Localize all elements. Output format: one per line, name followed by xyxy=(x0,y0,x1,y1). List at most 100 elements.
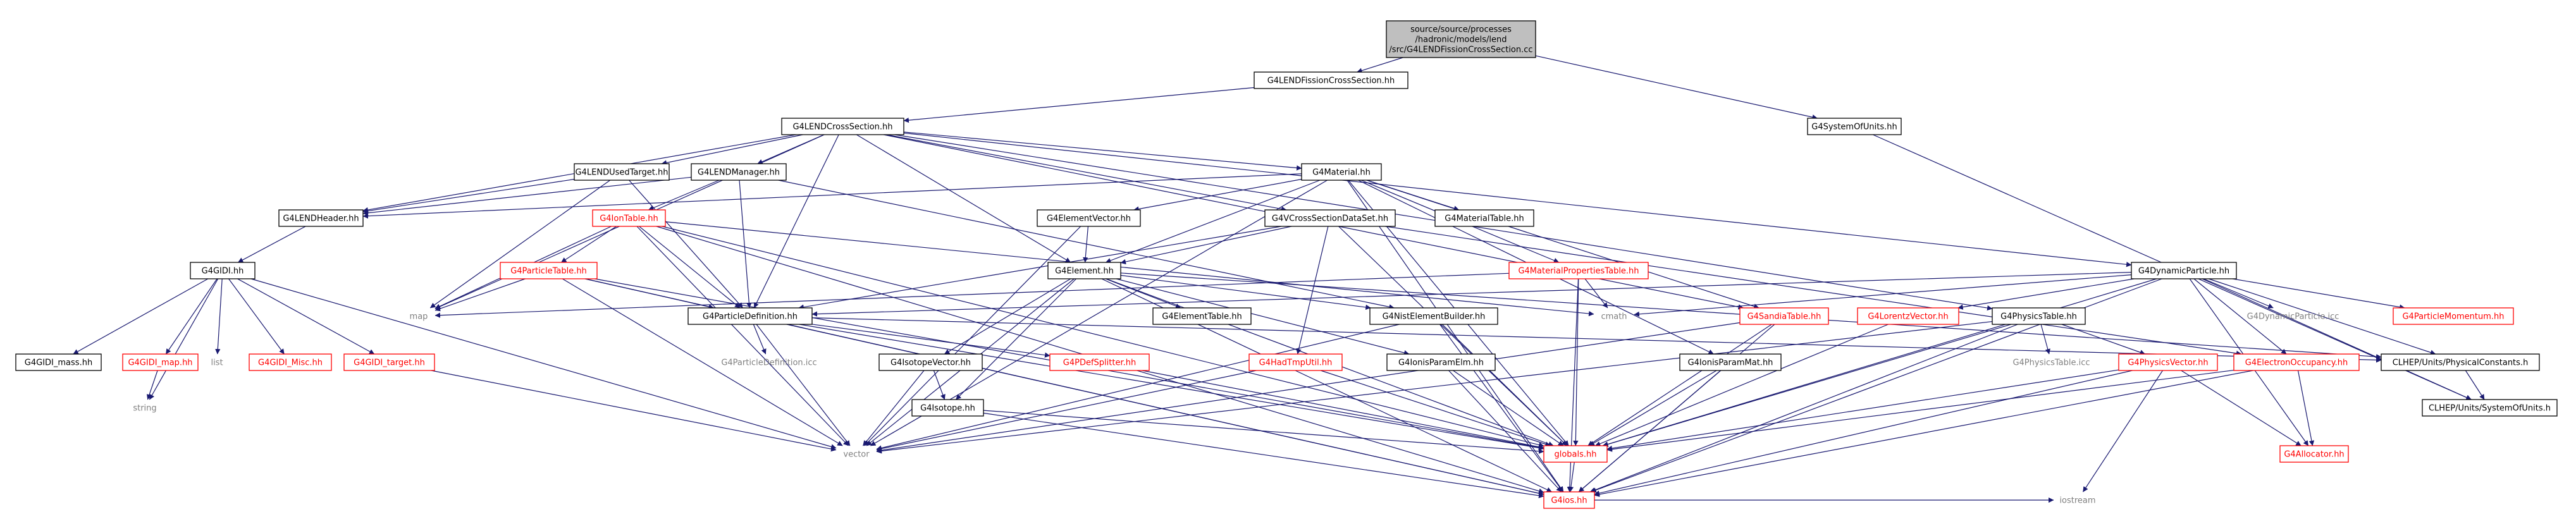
node-iontable[interactable]: G4IonTable.hh xyxy=(592,209,666,227)
edge-elemvec-to-vector xyxy=(864,226,1082,446)
node-vcross[interactable]: G4VCrossSectionDataSet.hh xyxy=(1264,209,1396,227)
node-box-matprop xyxy=(1508,262,1649,279)
node-dynpart[interactable]: G4DynamicParticle.hh xyxy=(2131,262,2237,279)
node-clhepconst[interactable]: CLHEP/Units/PhysicalConstants.h xyxy=(2381,353,2540,371)
node-root[interactable]: source/source/processes/hadronic/models/… xyxy=(1386,20,1536,58)
node-physvec[interactable]: G4PhysicsVector.hh xyxy=(2118,353,2218,371)
node-globals[interactable]: globals.hh xyxy=(1543,445,1608,463)
node-matprop[interactable]: G4MaterialPropertiesTable.hh xyxy=(1508,262,1649,279)
node-cross[interactable]: G4LENDCrossSection.hh xyxy=(781,118,904,135)
edge-matprop-to-map xyxy=(434,272,1510,318)
node-label-root-line-1: source/source/processes xyxy=(1410,25,1512,35)
edge-eocc-to-ios xyxy=(1594,370,2253,498)
node-elemtable[interactable]: G4ElementTable.hh xyxy=(1152,307,1252,325)
edge-dynpart-to-pmom xyxy=(2232,278,2405,310)
node-label-cross: G4LENDCrossSection.hh xyxy=(792,123,892,132)
node-ioniselm[interactable]: G4IonisParamElm.hh xyxy=(1386,353,1496,371)
node-box-gidi xyxy=(190,262,256,279)
node-ptable[interactable]: G4ParticleTable.hh xyxy=(500,262,598,279)
node-nistbuild[interactable]: G4NistElementBuilder.hh xyxy=(1369,307,1498,325)
edge-pdef-to-clhepconst xyxy=(811,317,2382,363)
node-box-ioniselm xyxy=(1386,353,1496,371)
node-used[interactable]: G4LENDUsedTarget.hh xyxy=(574,163,670,181)
node-box-cross xyxy=(781,118,904,135)
node-label-clhepconst: CLHEP/Units/PhysicalConstants.h xyxy=(2393,358,2529,368)
node-box-isovec xyxy=(878,353,983,371)
edge-dynpart-to-cmath xyxy=(1634,274,2132,317)
node-pmom[interactable]: G4ParticleMomentum.hh xyxy=(2393,307,2514,325)
node-ionismat[interactable]: G4IonisParamMat.hh xyxy=(1679,353,1782,371)
edge-physvec-to-globals xyxy=(1606,369,2119,451)
node-gidi_map[interactable]: G4GIDI_map.hh xyxy=(122,353,199,371)
edge-matprop-to-globals xyxy=(1573,278,1579,446)
node-label-pdeficc: G4ParticleDefinition.icc xyxy=(721,358,817,368)
edge-gidi-to-gidi_map xyxy=(165,278,218,355)
node-isovec[interactable]: G4IsotopeVector.hh xyxy=(878,353,983,371)
edge-dynpart-to-lorentz xyxy=(1957,278,2135,310)
node-label-vcross: G4VCrossSectionDataSet.hh xyxy=(1272,214,1388,224)
node-label-hadtmp: G4HadTmpUtil.hh xyxy=(1259,358,1333,368)
node-label-lorentz: G4LorentzVector.hh xyxy=(1868,312,1948,322)
node-label-elemvec: G4ElementVector.hh xyxy=(1047,214,1131,224)
edge-isotope-to-ios xyxy=(983,412,1544,499)
edge-fiss-to-cross xyxy=(903,87,1255,123)
node-map: map xyxy=(410,312,428,322)
node-sysunits[interactable]: G4SystemOfUnits.hh xyxy=(1807,118,1902,135)
node-box-ionismat xyxy=(1679,353,1782,371)
node-gidi_trans[interactable]: G4GIDI_mass.hh xyxy=(15,353,102,371)
node-physicc: G4PhysicsTable.icc xyxy=(2012,358,2090,368)
node-label-nistbuild: G4NistElementBuilder.hh xyxy=(1383,312,1486,322)
node-hadtmp[interactable]: G4HadTmpUtil.hh xyxy=(1248,353,1343,371)
edge-nistbuild-to-globals xyxy=(1441,324,1568,446)
node-lorentz[interactable]: G4LorentzVector.hh xyxy=(1857,307,1959,325)
node-label-map: map xyxy=(410,312,428,322)
node-box-vcross xyxy=(1264,209,1396,227)
node-box-elemvec xyxy=(1037,209,1141,227)
edge-ioniselm-to-globals xyxy=(1453,370,1564,446)
node-box-physvec xyxy=(2118,353,2218,371)
node-clhepunits[interactable]: CLHEP/Units/SystemOfUnits.h xyxy=(2422,399,2558,417)
node-gidi[interactable]: G4GIDI.hh xyxy=(190,262,256,279)
node-pdefsplit[interactable]: G4PDefSplitter.hh xyxy=(1049,353,1150,371)
node-manager[interactable]: G4LENDManager.hh xyxy=(691,163,787,181)
node-phystable[interactable]: G4PhysicsTable.hh xyxy=(1992,307,2086,325)
node-label-matprop: G4MaterialPropertiesTable.hh xyxy=(1518,267,1639,276)
edge-pdefsplit-to-globals xyxy=(1142,370,1544,450)
node-eocc[interactable]: G4ElectronOccupancy.hh xyxy=(2233,353,2360,371)
edge-clhepconst-to-clhepunits xyxy=(2465,370,2485,400)
node-box-clhepconst xyxy=(2381,353,2540,371)
edge-pdef-to-pdeficc xyxy=(753,324,767,355)
node-allocator[interactable]: G4Allocator.hh xyxy=(2279,445,2349,463)
node-label-pdef: G4ParticleDefinition.hh xyxy=(703,312,798,322)
node-label-fiss: G4LENDFissionCrossSection.hh xyxy=(1267,76,1395,86)
node-mattable[interactable]: G4MaterialTable.hh xyxy=(1434,209,1534,227)
edge-phystable-to-vector xyxy=(876,321,1993,454)
node-sandia[interactable]: G4SandiaTable.hh xyxy=(1739,307,1829,325)
node-element[interactable]: G4Element.hh xyxy=(1047,262,1121,279)
node-label-pdefsplit: G4PDefSplitter.hh xyxy=(1063,358,1136,368)
node-label-clhepunits: CLHEP/Units/SystemOfUnits.h xyxy=(2429,404,2551,413)
node-label-elemtable: G4ElementTable.hh xyxy=(1162,312,1242,322)
node-ios[interactable]: G4ios.hh xyxy=(1543,491,1595,509)
node-fiss[interactable]: G4LENDFissionCrossSection.hh xyxy=(1254,71,1408,89)
edge-element-to-isotope xyxy=(956,278,1076,400)
node-label-ios: G4ios.hh xyxy=(1551,496,1587,506)
edge-element-to-nistbuild xyxy=(1120,274,1371,310)
edge-physvec-to-iostream xyxy=(2083,370,2163,493)
node-isotope[interactable]: G4Isotope.hh xyxy=(911,399,984,417)
node-elemvec[interactable]: G4ElementVector.hh xyxy=(1037,209,1141,227)
nodes-layer: source/source/processes/hadronic/models/… xyxy=(15,20,2558,509)
node-header[interactable]: G4LENDHeader.hh xyxy=(278,209,364,227)
edge-isotope-to-globals xyxy=(983,410,1544,454)
edge-eocc-to-globals xyxy=(1606,369,2234,452)
node-material[interactable]: G4Material.hh xyxy=(1301,163,1382,181)
node-dynicc: G4DynamicParticle.icc xyxy=(2247,312,2339,322)
node-gidi_misc[interactable]: G4GIDI_Misc.hh xyxy=(249,353,332,371)
edge-gidi-to-gidi_trans xyxy=(73,278,209,355)
node-gidi_target[interactable]: G4GIDI_target.hh xyxy=(343,353,435,371)
node-box-elemtable xyxy=(1152,307,1252,325)
node-pdef[interactable]: G4ParticleDefinition.hh xyxy=(687,307,813,325)
edge-cross-to-pdef xyxy=(753,134,839,309)
edge-nistbuild-to-ios xyxy=(1439,324,1563,493)
